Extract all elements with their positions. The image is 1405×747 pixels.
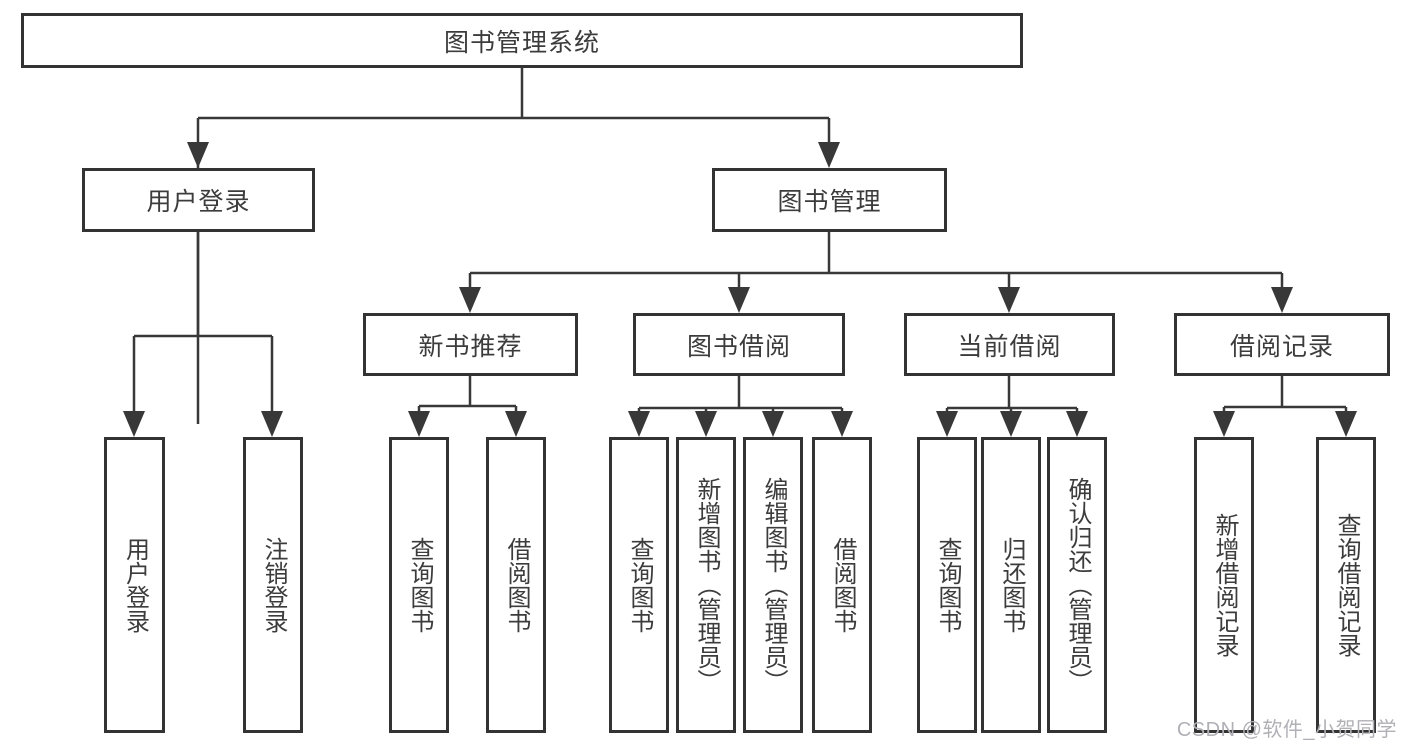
connector-borrow-records bbox=[1213, 376, 1357, 437]
leaf-logout: 注销登录 bbox=[243, 437, 303, 733]
leaf-newbook-borrow: 借阅图书 bbox=[486, 437, 546, 733]
connector-root bbox=[187, 68, 840, 424]
node-user-login: 用户登录 bbox=[82, 168, 315, 232]
node-new-book-rec: 新书推荐 bbox=[363, 313, 578, 376]
node-book-mgmt: 图书管理 bbox=[712, 168, 947, 232]
connector-book-mgmt bbox=[459, 232, 1293, 313]
leaf-current-return: 归还图书 bbox=[981, 437, 1041, 733]
node-root: 图书管理系统 bbox=[21, 13, 1023, 68]
watermark-text: CSDN @软件_小贺同学 bbox=[1176, 719, 1397, 741]
connector-new-book bbox=[408, 376, 527, 437]
leaf-current-query: 查询图书 bbox=[917, 437, 977, 733]
node-borrow-records: 借阅记录 bbox=[1174, 313, 1390, 376]
node-book-borrow: 图书借阅 bbox=[633, 313, 845, 376]
connector-current-borrow bbox=[936, 376, 1088, 437]
node-current-borrow: 当前借阅 bbox=[904, 313, 1115, 376]
leaf-record-add: 新增借阅记录 bbox=[1194, 437, 1254, 733]
leaf-borrow-edit-admin: 编辑图书（管理员） bbox=[743, 437, 803, 733]
leaf-borrow-book: 借阅图书 bbox=[812, 437, 872, 733]
leaf-borrow-add-admin: 新增图书（管理员） bbox=[676, 437, 736, 733]
leaf-borrow-query: 查询图书 bbox=[609, 437, 669, 733]
leaf-user-login: 用户登录 bbox=[104, 437, 165, 733]
leaf-newbook-query: 查询图书 bbox=[389, 437, 449, 733]
connector-book-borrow bbox=[628, 376, 853, 437]
leaf-current-confirm-admin: 确认归还（管理员） bbox=[1047, 437, 1107, 733]
connector-user-login bbox=[123, 232, 283, 437]
leaf-record-query: 查询借阅记录 bbox=[1316, 437, 1376, 733]
